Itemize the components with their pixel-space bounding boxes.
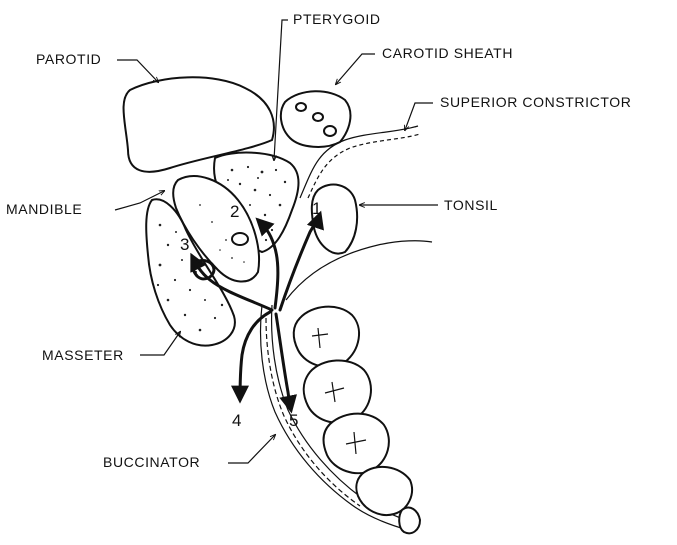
label-masseter: MASSETER	[42, 347, 124, 363]
oral-cavity-outline	[286, 241, 432, 300]
pathway-number-2: 2	[230, 202, 239, 221]
label-parotid: PAROTID	[36, 51, 101, 67]
pathway-number-1: 1	[312, 199, 321, 218]
pathway-number-3: 3	[180, 235, 189, 254]
carotid-sheath-shape	[281, 91, 351, 147]
pathway-number-4: 4	[232, 411, 241, 430]
tooth	[324, 414, 389, 474]
pathway-number-5: 5	[289, 411, 298, 430]
label-buccinator: BUCCINATOR	[103, 454, 200, 470]
pathway-4-arrow	[240, 312, 270, 400]
label-superior-constrictor: SUPERIOR CONSTRICTOR	[440, 94, 631, 110]
pathway-5-arrow	[276, 314, 291, 410]
teeth	[294, 307, 420, 534]
label-tonsil: TONSIL	[444, 197, 498, 213]
label-pterygoid: PTERYGOID	[293, 11, 381, 27]
label-mandible: MANDIBLE	[6, 201, 82, 217]
label-carotid-sheath: CAROTID SHEATH	[382, 45, 513, 61]
tooth	[294, 307, 359, 367]
